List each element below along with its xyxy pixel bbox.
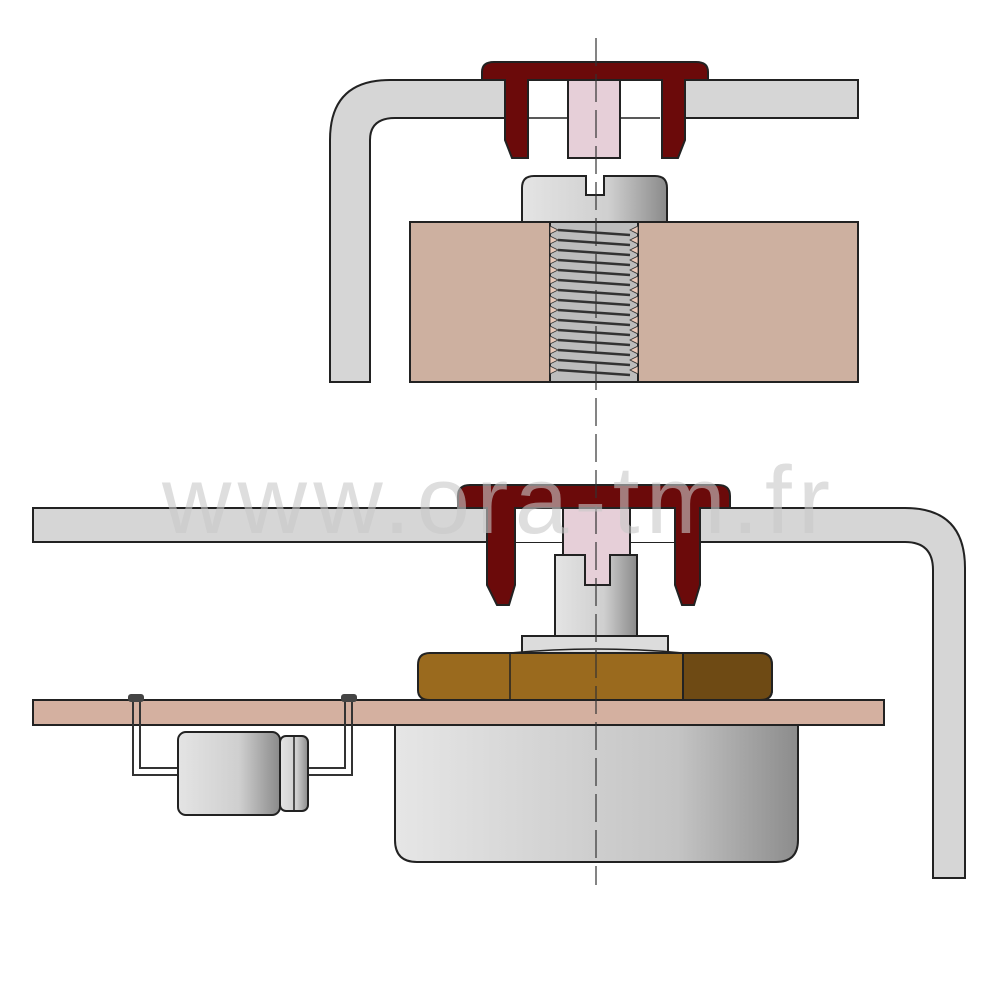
thread-tooth xyxy=(549,245,639,255)
top-assembly xyxy=(329,61,859,383)
thread-tooth xyxy=(549,345,639,355)
panel-top-right xyxy=(684,79,859,119)
thread-tooth xyxy=(549,325,639,335)
thread-line xyxy=(557,268,631,277)
capacitor xyxy=(128,694,357,816)
thread-tooth xyxy=(549,225,639,235)
thread-tooth xyxy=(549,285,639,295)
thread-line xyxy=(557,298,631,307)
thread-line xyxy=(557,258,631,267)
watermark: www.ora-tm.fr xyxy=(161,447,830,554)
thread-line xyxy=(557,228,631,237)
thread-line xyxy=(557,348,631,357)
pcb-board xyxy=(32,699,885,726)
thread-line xyxy=(557,358,631,367)
thread-line xyxy=(557,248,631,257)
thread-line xyxy=(557,308,631,317)
thread-tooth xyxy=(549,275,639,285)
bent-panel-top xyxy=(329,79,506,383)
thread-tooth xyxy=(549,265,639,275)
thread-line xyxy=(557,318,631,327)
thread-tooth xyxy=(549,335,639,345)
clip-bottom xyxy=(457,484,731,606)
pot-body xyxy=(394,724,799,863)
thread-tooth xyxy=(549,355,639,365)
thread-tooth xyxy=(549,315,639,325)
thread-line xyxy=(557,338,631,347)
thread-tooth xyxy=(549,255,639,265)
thread-tooth xyxy=(549,305,639,315)
thread-tooth xyxy=(549,235,639,245)
thread-lines xyxy=(549,225,639,377)
thread-line xyxy=(557,238,631,247)
thread-line xyxy=(557,278,631,287)
thread-tooth xyxy=(549,295,639,305)
bent-panel-bottom xyxy=(32,507,966,879)
thread-tooth xyxy=(549,365,639,375)
thread-line xyxy=(557,368,631,377)
screw-head xyxy=(521,175,668,223)
thread-line xyxy=(557,288,631,297)
insert-top xyxy=(567,79,621,159)
thread-line xyxy=(557,328,631,337)
